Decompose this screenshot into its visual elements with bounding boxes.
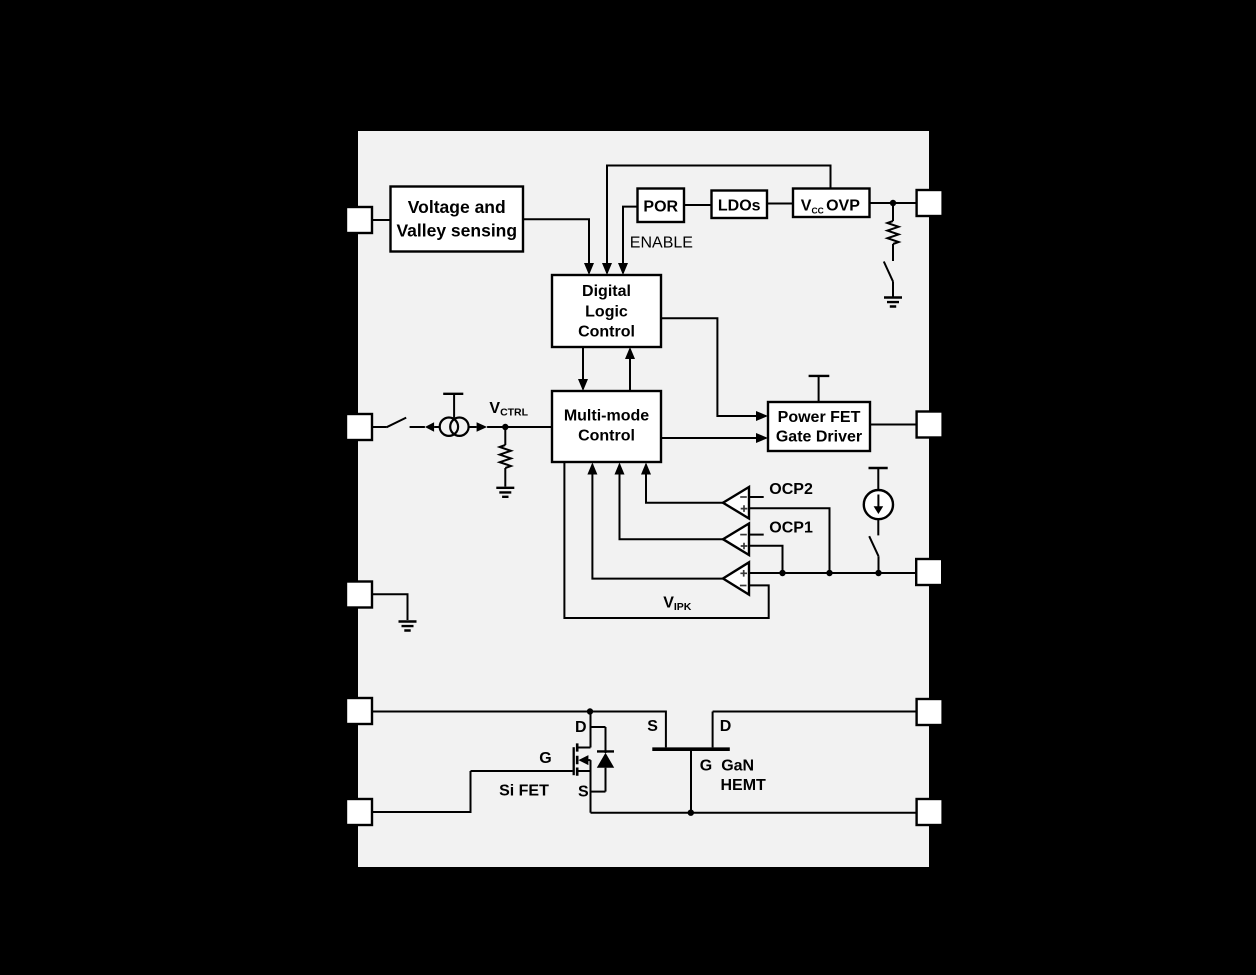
svg-text:VCC OVP: VCC OVP (801, 197, 860, 215)
svg-text:POR: POR (643, 198, 678, 215)
svg-text:D: D (575, 719, 587, 736)
svg-text:G: G (700, 758, 712, 775)
svg-text:OCP1: OCP1 (769, 520, 813, 537)
svg-text:Valley sensing: Valley sensing (396, 220, 517, 240)
svg-text:HEMT: HEMT (721, 777, 767, 794)
svg-text:Si FET: Si FET (499, 783, 549, 800)
svg-text:D: D (720, 718, 732, 735)
svg-text:OCP2: OCP2 (769, 481, 813, 498)
svg-text:G: G (539, 750, 551, 767)
svg-text:Control: Control (578, 324, 635, 341)
svg-text:Control: Control (578, 427, 635, 444)
svg-text:S: S (647, 718, 658, 735)
svg-text:Power FET: Power FET (778, 409, 861, 426)
svg-text:Voltage and: Voltage and (408, 197, 506, 217)
svg-text:ENABLE: ENABLE (630, 235, 693, 252)
svg-text:Logic: Logic (585, 303, 628, 320)
svg-text:Multi-mode: Multi-mode (564, 408, 649, 425)
svg-text:GaN: GaN (721, 758, 754, 775)
svg-text:Digital: Digital (582, 283, 631, 300)
svg-text:S: S (578, 784, 589, 801)
svg-text:LDOs: LDOs (718, 198, 761, 215)
svg-text:Gate Driver: Gate Driver (776, 429, 862, 446)
